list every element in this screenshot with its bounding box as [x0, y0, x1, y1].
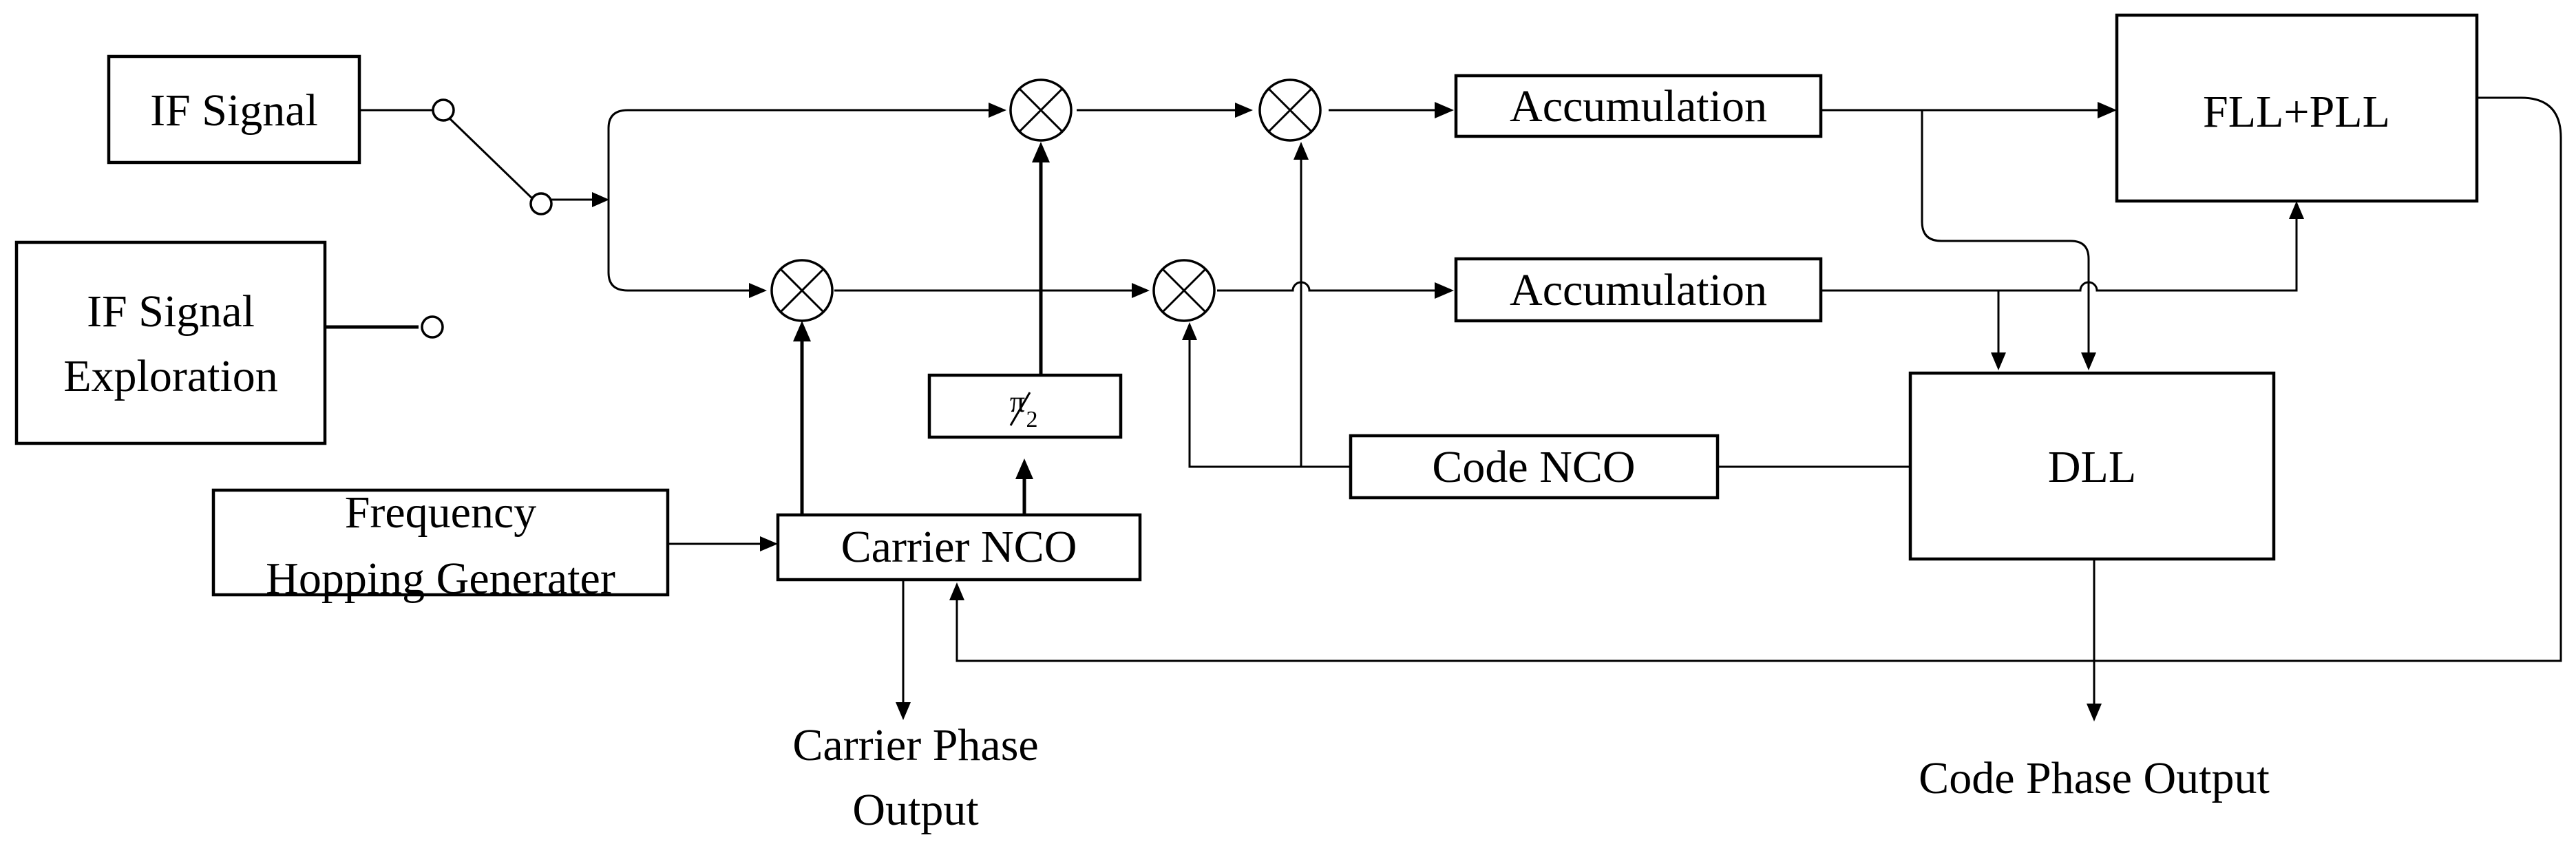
if-signal-exploration-label-line-2: Exploration [63, 351, 278, 401]
mixer-3 [770, 259, 834, 322]
code-phase-output: Code Phase Output [1919, 753, 2270, 803]
fll-pll-label: FLL+PLL [2203, 87, 2390, 137]
carrier-phase-output-label-line-2: Output [852, 785, 978, 835]
arrow-to-splitter [592, 192, 609, 207]
mixer-2 [1258, 78, 1322, 142]
block-if-signal: IF Signal [107, 54, 361, 165]
arrow-to-mixer-2 [1235, 103, 1253, 118]
phase-shift-slash [1009, 392, 1031, 426]
dll-label: DLL [2048, 442, 2136, 492]
block-accumulation-bottom: Accumulation [1454, 257, 1823, 323]
connection-wires [325, 96, 2562, 716]
input-switch [421, 98, 553, 339]
arrow-up-to-fll-pll [2289, 201, 2304, 219]
switch-pivot [529, 192, 553, 215]
phase-shift-denominator: 2 [1026, 407, 1038, 432]
carrier-phase-output: Carrier Phase Output [792, 720, 1038, 835]
block-code-nco: Code NCO [1349, 434, 1720, 500]
arrow-up-to-mixer-4 [1182, 322, 1197, 340]
frequency-hopping-generator-label-line-2: Hopping Generater [266, 553, 615, 604]
block-carrier-nco: Carrier NCO [776, 513, 1142, 582]
arrow-to-mixer-1 [989, 103, 1006, 118]
arrow-to-dll-left [1991, 352, 2006, 370]
if-signal-label: IF Signal [150, 85, 318, 136]
arrow-up-to-phase-shift [1015, 458, 1033, 479]
block-if-signal-exploration: IF Signal Exploration [14, 240, 327, 445]
mixer-4 [1152, 259, 1216, 322]
accumulation-bottom-label: Accumulation [1510, 265, 1767, 315]
arrow-to-carrier-nco [760, 536, 778, 551]
block-frequency-hopping-generator: Frequency Hopping Generater [211, 487, 670, 604]
arrow-to-fll-pll [2098, 102, 2117, 118]
arrow-to-accumulation-bottom [1435, 282, 1454, 299]
arrow-up-to-mixer-2 [1294, 142, 1309, 160]
if-signal-exploration-label-line-1: IF Signal [87, 286, 255, 337]
block-phase-shift: π 2 [927, 373, 1123, 439]
arrow-to-accumulation-top [1435, 102, 1454, 118]
arrow-up-to-mixer-3 [793, 321, 811, 341]
block-dll: DLL [1908, 371, 2276, 561]
phase-shift-numerator: π [1010, 385, 1025, 419]
arrow-to-code-phase-output [2087, 704, 2102, 721]
arrow-to-mixer-3 [749, 283, 767, 298]
arrow-up-to-mixer-1 [1032, 142, 1050, 162]
mixer-1 [1009, 78, 1073, 142]
switch-contact-if-signal [432, 98, 455, 122]
arrowheads [592, 102, 2304, 721]
carrier-phase-output-label-line-1: Carrier Phase [792, 720, 1038, 770]
code-nco-label: Code NCO [1432, 442, 1635, 492]
arrow-to-dll-right [2081, 352, 2096, 370]
block-accumulation-top: Accumulation [1454, 74, 1823, 138]
accumulation-top-label: Accumulation [1510, 81, 1767, 131]
switch-contact-exploration [421, 315, 444, 339]
block-fll-pll: FLL+PLL [2115, 13, 2479, 203]
arrow-to-carrier-phase-output [896, 702, 911, 720]
arrow-up-to-carrier-nco [949, 582, 964, 600]
code-phase-output-label: Code Phase Output [1919, 753, 2270, 803]
carrier-nco-label: Carrier NCO [841, 522, 1077, 572]
arrow-to-mixer-4 [1132, 283, 1150, 298]
frequency-hopping-generator-label-line-1: Frequency [345, 487, 537, 538]
